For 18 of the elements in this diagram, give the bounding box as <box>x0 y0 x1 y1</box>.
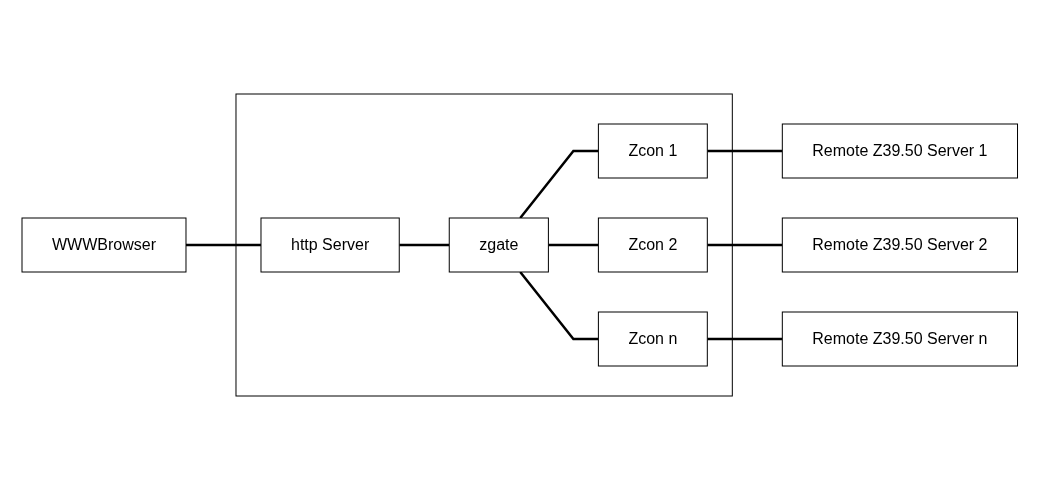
connector <box>707 337 783 340</box>
connector <box>399 243 449 246</box>
node-box: Remote Z39.50 Server 2 <box>781 217 1018 272</box>
node-box: Remote Z39.50 Server 1 <box>781 123 1018 178</box>
node-box: Remote Z39.50 Server n <box>781 311 1018 366</box>
node-box: zgate <box>448 217 549 272</box>
node-box: Zcon 1 <box>597 123 708 178</box>
connector <box>548 243 599 246</box>
node-box: http Server <box>260 217 400 272</box>
cluster <box>235 93 733 396</box>
node-box: Zcon 2 <box>597 217 708 272</box>
connector <box>707 149 783 152</box>
connector <box>519 149 599 219</box>
connector <box>185 243 261 246</box>
node-box: WWWBrowser <box>21 217 187 272</box>
connector <box>707 243 783 246</box>
connector <box>519 270 599 340</box>
node-box: Zcon n <box>597 311 708 366</box>
